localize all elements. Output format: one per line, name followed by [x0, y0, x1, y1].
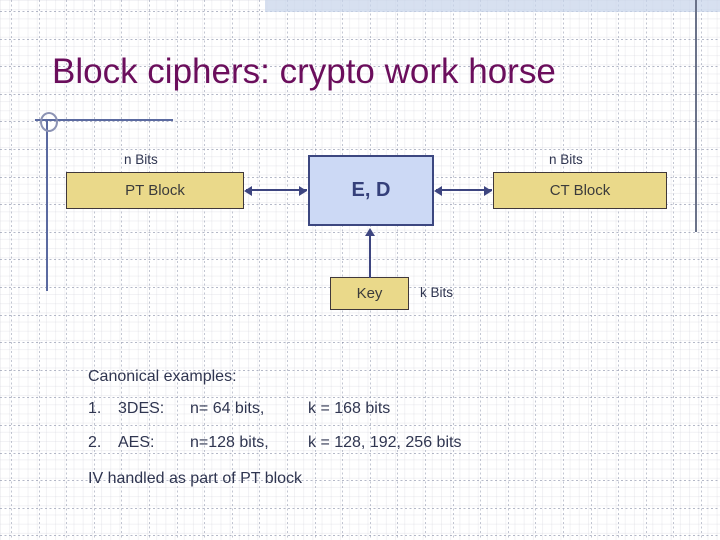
top-accent-band [265, 0, 720, 12]
list-item-blocksize: n= 64 bits, [190, 400, 265, 417]
decor-horizontal-line [35, 119, 173, 121]
iv-footnote: IV handled as part of PT block [88, 470, 303, 487]
decor-vertical-line [46, 119, 48, 291]
arrow-ed-to-ct-head-left [434, 186, 442, 196]
list-item-keysize: k = 128, 192, 256 bits [308, 434, 462, 451]
decor-circle-marker [40, 112, 58, 132]
page-title: Block ciphers: crypto work horse [52, 52, 556, 91]
list-item-number: 1. [88, 400, 102, 417]
arrow-key-to-ed-shaft [369, 235, 371, 278]
canonical-examples-heading: Canonical examples: [88, 368, 237, 385]
ed-block-node: E, D [308, 155, 434, 226]
label-k-bits: k Bits [420, 285, 454, 300]
ct-block-node: CT Block [493, 172, 667, 209]
arrow-pt-to-ed-head-right [299, 186, 307, 196]
label-n-bits-left: n Bits [124, 152, 158, 167]
list-item: 2. AES: n=128 bits, k = 128, 192, 256 bits [88, 434, 461, 452]
list-item-cipher: AES: [118, 434, 155, 451]
right-vertical-rule [695, 0, 697, 232]
list-item-blocksize: n=128 bits, [190, 434, 269, 451]
arrow-pt-to-ed-shaft [246, 189, 307, 191]
list-item: 1. 3DES: n= 64 bits, k = 168 bits [88, 400, 390, 418]
label-n-bits-right: n Bits [549, 152, 583, 167]
pt-block-node: PT Block [66, 172, 244, 209]
list-item-number: 2. [88, 434, 102, 451]
list-item-keysize: k = 168 bits [308, 400, 391, 417]
list-item-cipher: 3DES: [118, 400, 165, 417]
arrow-ed-to-ct-shaft [436, 189, 492, 191]
arrow-key-to-ed-head-up [365, 228, 375, 236]
arrow-ed-to-ct-head-right [484, 186, 492, 196]
key-block-node: Key [330, 277, 409, 310]
arrow-pt-to-ed-head-left [244, 186, 252, 196]
